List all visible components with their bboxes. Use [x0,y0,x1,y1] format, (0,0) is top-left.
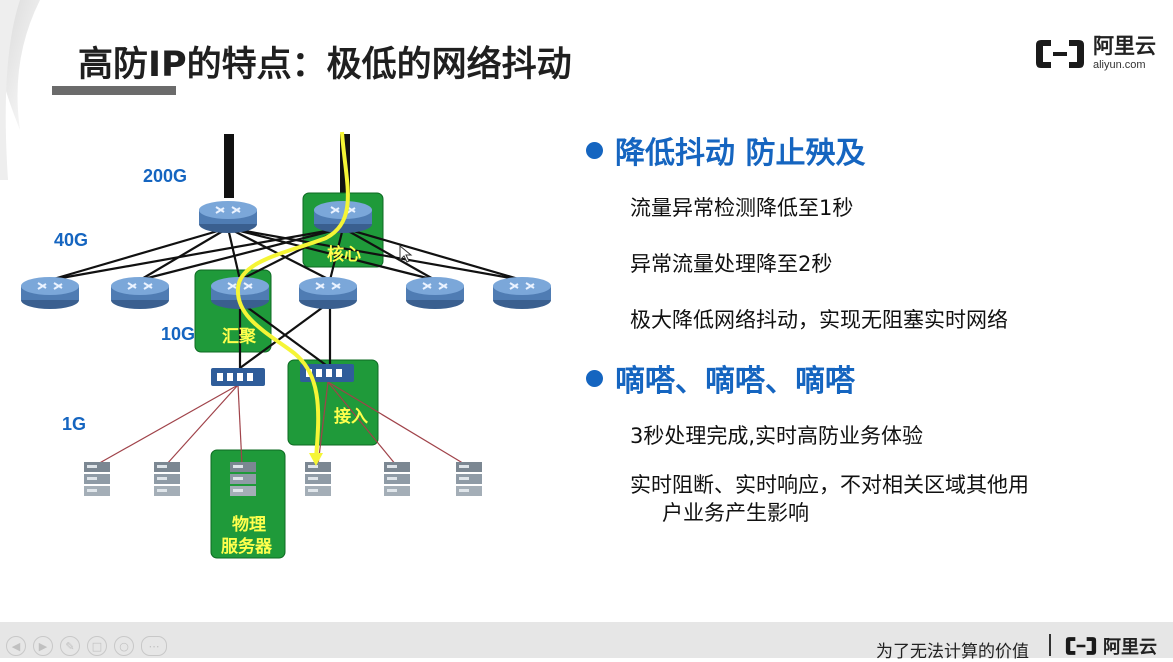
bullet-list: 降低抖动 防止殃及 流量异常检测降低至1秒 异常流量处理降至2秒 极大降低网络抖… [586,128,1146,527]
speed-label-200g: 200G [143,166,187,186]
core-label: 核心 [327,244,361,265]
bullet-heading-2-text: 嘀嗒、嘀嗒、嘀嗒 [615,364,855,399]
server-label-2: 服务器 [221,536,273,557]
server-icon [384,462,410,496]
aliyun-logo: 阿里云 aliyun.com [1033,36,1156,71]
bullet-heading-1: 降低抖动 防止殃及 [586,128,1146,172]
speed-label-1g: 1G [62,414,86,434]
aliyun-logo-icon [1036,39,1084,68]
bullet-item: 极大降低网络抖动，实现无阻塞实时网络 [630,308,1008,332]
decorative-swoosh [0,0,40,180]
bullet-item: 流量异常检测降低至1秒 [630,196,854,220]
prev-icon[interactable]: ◀ [6,636,26,656]
slide-footer [0,622,1173,658]
slide-title: 高防IP的特点：极低的网络抖动 [78,45,572,85]
pen-icon[interactable]: ✎ [60,636,80,656]
speed-label-10g: 10G [161,324,195,344]
aggregation-label: 汇聚 [222,327,257,347]
access-label: 接入 [334,406,368,427]
speed-label-40g: 40G [54,230,88,250]
bullet-heading-2: 嘀嗒、嘀嗒、嘀嗒 [586,356,1146,400]
bullet-item: 实时阻断、实时响应，不对相关区域其他用 [630,473,1029,497]
server-icon [456,462,482,496]
cursor-icon [399,244,413,263]
router-icon [492,276,552,310]
bullet-item: 异常流量处理降至2秒 [630,252,833,276]
bullet-heading-1-text: 降低抖动 防止殃及 [615,136,866,171]
logo-name-cn: 阿里云 [1093,34,1156,58]
router-icon [20,276,80,310]
server-label-1: 物理 [232,514,266,535]
server-links [95,381,467,466]
network-diagram: 200G 40G 10G 1G 核心 汇聚 接入 物理 服务器 [20,131,552,559]
bullet-item: 3秒处理完成,实时高防业务体验 [630,424,924,448]
slides-icon[interactable]: □ [87,636,107,656]
traffic-path [235,131,350,459]
aliyun-logo-icon [1065,637,1097,655]
server-icon [230,462,256,496]
zoom-icon[interactable]: ○ [114,636,134,656]
bullet-dot-icon [586,141,603,159]
bullet-item-continued: 户业务产生影响 [662,501,809,525]
more-icon[interactable]: ⋯ [141,636,167,656]
router-icon [110,276,170,310]
footer-logo-text: 阿里云 [1103,637,1157,658]
router-icon [405,276,465,310]
logo-domain: aliyun.com [1093,59,1146,71]
title-underline [52,86,176,95]
slideshow-controls: ◀ ▶ ✎ □ ○ ⋯ [6,636,167,656]
router-icon [298,276,358,310]
next-icon[interactable]: ▶ [33,636,53,656]
server-icon [84,462,110,496]
server-box [210,449,286,559]
switch-icon [211,368,265,386]
uplink-left [224,134,234,198]
router-icon [198,200,258,234]
server-icon [305,462,331,496]
bullet-dot-icon [586,369,603,387]
footer-logo: 阿里云 [1064,633,1157,659]
server-icon [154,462,180,496]
traffic-arrow-icon [309,453,323,466]
footer-slogan: 为了无法计算的价值 [876,642,1029,662]
footer-separator [1049,634,1051,656]
